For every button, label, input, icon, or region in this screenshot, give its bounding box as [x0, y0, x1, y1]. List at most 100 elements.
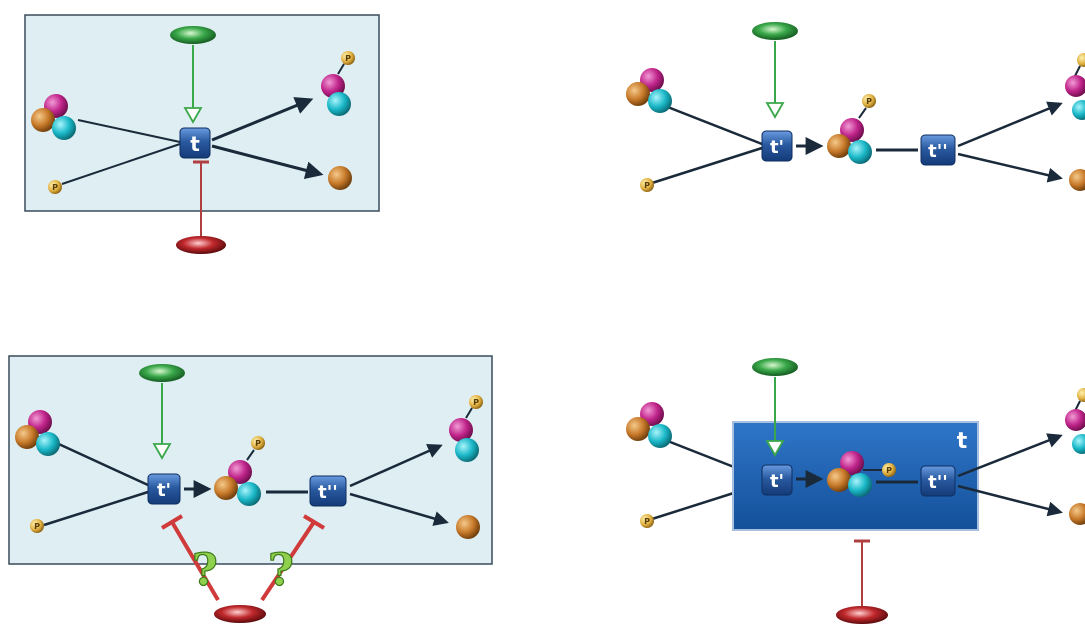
- inhibition-bar: [160, 514, 184, 530]
- product-arrow: [211, 97, 314, 142]
- activator-ellipse-icon: [170, 26, 216, 44]
- phosphate-bond: [337, 63, 345, 75]
- protein-ball-icon: [456, 515, 480, 539]
- phosphate-edge: [61, 143, 181, 185]
- phosphate-label: P: [52, 183, 58, 192]
- protein-ball-icon: [1065, 75, 1085, 97]
- product-complex: [1065, 388, 1085, 454]
- product-arrow: [349, 492, 449, 526]
- inhibitor-ellipse-icon: [214, 605, 266, 623]
- kinase-box-first: t': [761, 464, 793, 496]
- product-complex: [1065, 53, 1085, 120]
- intermediate-complex: P: [827, 451, 896, 497]
- inhibition-line: [260, 520, 316, 602]
- protein-ball-icon: [1072, 100, 1085, 120]
- phosphate-label: P: [644, 181, 650, 190]
- protein-ball-icon: [455, 438, 479, 462]
- protein-ball-icon: [1072, 434, 1085, 454]
- protein-ball-icon: [449, 418, 473, 442]
- activator-ellipse-icon: [139, 364, 185, 382]
- phosphate-icon: [48, 180, 62, 194]
- substrate-edge: [49, 438, 149, 487]
- activator-ellipse-icon: [752, 358, 798, 376]
- phosphate-label: P: [473, 398, 479, 407]
- question-mark: ?: [268, 545, 294, 596]
- protein-complex: [15, 410, 60, 456]
- kinase-box-second: t'': [309, 475, 347, 507]
- protein-ball-icon: [1069, 503, 1085, 525]
- phosphate-icon: [862, 94, 876, 108]
- product-complex: P: [321, 51, 355, 116]
- phosphate-edge: [651, 146, 763, 185]
- phosphate-bond: [246, 449, 255, 461]
- substrate-edge: [659, 102, 763, 146]
- kinase-box: t: [179, 127, 211, 159]
- product-arrow: [349, 444, 443, 488]
- inhibition-line: [170, 520, 220, 602]
- phosphate-icon: [30, 519, 44, 533]
- phosphate-icon: [1077, 388, 1085, 402]
- protein-ball-icon: [848, 140, 872, 164]
- product-arrow: [957, 433, 1063, 478]
- protein-ball-icon: [1069, 169, 1085, 191]
- protein-complex: [626, 68, 672, 113]
- phosphate: P: [640, 514, 654, 528]
- kinase-label: t': [157, 480, 171, 501]
- phosphate-bond: [1074, 65, 1081, 77]
- kinase-label: t'': [318, 482, 338, 503]
- panel-c: P t' P t'' P: [8, 355, 493, 623]
- phosphate-bond: [858, 107, 867, 119]
- protein-complex: [31, 94, 76, 140]
- protein-ball-icon: [52, 116, 76, 140]
- panel-b: P t' P t'': [626, 22, 1085, 192]
- protein-ball-icon: [827, 468, 851, 492]
- enclosing-complex-label: t: [957, 429, 968, 454]
- protein-ball-icon: [31, 108, 55, 132]
- activation-arrowhead-icon: [765, 440, 785, 457]
- phosphate-label: P: [644, 517, 650, 526]
- protein-complex: [626, 402, 672, 448]
- protein-ball-icon: [36, 432, 60, 456]
- protein-ball-icon: [228, 460, 252, 484]
- kinase-label: t': [770, 471, 784, 492]
- phosphate-icon: [1077, 53, 1085, 67]
- protein-ball-icon: [640, 402, 664, 426]
- activation-arrowhead-icon: [765, 102, 785, 119]
- product-arrow: [957, 484, 1063, 517]
- protein-ball-icon: [15, 425, 39, 449]
- protein-ball-icon: [827, 134, 851, 158]
- phosphate-label: P: [886, 466, 892, 475]
- kinase-box-first: t': [147, 473, 181, 505]
- phosphate-icon: [640, 178, 654, 192]
- phosphate-icon: [640, 514, 654, 528]
- phosphate-label: P: [255, 439, 261, 448]
- phosphate: P: [640, 178, 654, 192]
- phosphate-icon: [882, 463, 896, 477]
- protein-ball-icon: [327, 92, 351, 116]
- intermediate-complex: P: [827, 94, 876, 164]
- protein-ball-icon: [840, 118, 864, 142]
- protein-ball-icon: [840, 451, 864, 475]
- phosphate-label: P: [866, 97, 872, 106]
- protein-ball-icon: [848, 473, 872, 497]
- activation-arrowhead-icon: [183, 107, 203, 124]
- inhibition-bar: [302, 514, 326, 530]
- phosphate-icon: [469, 395, 483, 409]
- kinase-label: t'': [928, 141, 948, 162]
- substrate-edge: [77, 119, 181, 143]
- protein-ball-icon: [648, 89, 672, 113]
- inhibitor-ellipse-icon: [176, 236, 226, 254]
- kinase-label: t': [770, 137, 784, 158]
- activator-ellipse-icon: [752, 22, 798, 40]
- product-complex: P: [449, 395, 483, 462]
- question-mark: ?: [192, 545, 218, 596]
- phosphate: P: [48, 180, 62, 194]
- protein-ball-icon: [626, 82, 650, 106]
- product-arrow: [957, 152, 1063, 183]
- product-arrow: [957, 101, 1063, 148]
- inhibitor-ellipse-icon: [836, 606, 888, 624]
- kinase-label: t: [190, 132, 200, 156]
- phosphate-label: P: [345, 54, 351, 63]
- protein-ball-icon: [626, 417, 650, 441]
